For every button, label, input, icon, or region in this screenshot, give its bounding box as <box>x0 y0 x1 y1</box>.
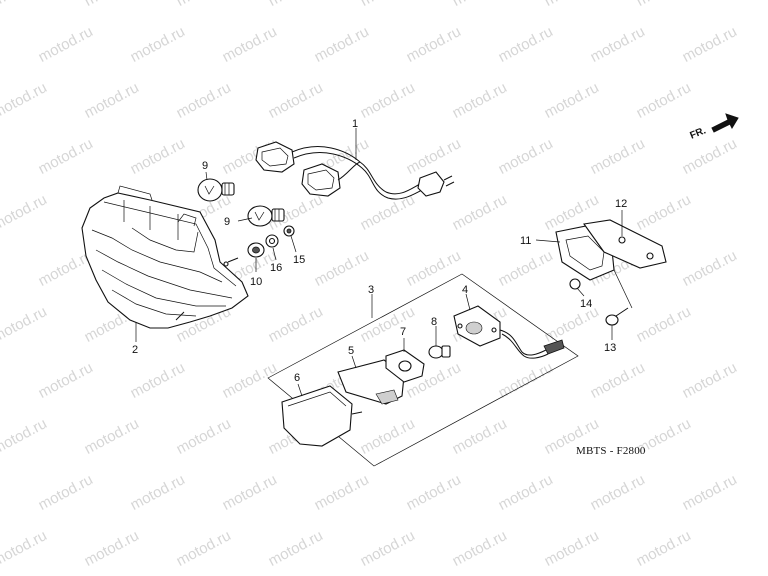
wire-harness <box>255 141 455 200</box>
callout-7: 7 <box>400 326 407 338</box>
gasket-7 <box>385 349 425 383</box>
callout-3: 3 <box>368 284 375 296</box>
license-cover-5 <box>337 359 405 405</box>
washer-16 <box>265 234 279 248</box>
bulb-8 <box>428 345 451 359</box>
callout-6: 6 <box>294 372 301 384</box>
leader-lines <box>135 128 633 397</box>
callout-9-lower: 9 <box>224 216 231 228</box>
callout-11: 11 <box>520 235 532 247</box>
taillight-lens <box>81 185 249 329</box>
callout-10: 10 <box>250 276 263 288</box>
callout-2: 2 <box>132 344 139 356</box>
front-direction-arrow <box>711 113 739 133</box>
callout-5: 5 <box>348 345 355 357</box>
callout-15: 15 <box>293 254 306 266</box>
grommet-10 <box>247 242 265 258</box>
callout-1: 1 <box>352 118 359 130</box>
bulb-upper <box>197 178 235 202</box>
nut-15 <box>283 225 295 237</box>
screw-13 <box>605 307 629 326</box>
diagram-code: MBTS - F2800 <box>576 445 646 457</box>
callout-8: 8 <box>431 316 438 328</box>
socket-4 <box>453 305 565 359</box>
plate-12 <box>583 219 667 269</box>
callout-9-upper: 9 <box>202 160 209 172</box>
callout-13: 13 <box>604 342 617 354</box>
callout-12: 12 <box>615 198 628 210</box>
collar-14 <box>569 278 581 290</box>
license-lens-6 <box>281 385 363 447</box>
bulb-lower <box>247 205 285 227</box>
callout-16: 16 <box>270 262 283 274</box>
callout-14: 14 <box>580 298 593 310</box>
callout-4: 4 <box>462 284 469 296</box>
